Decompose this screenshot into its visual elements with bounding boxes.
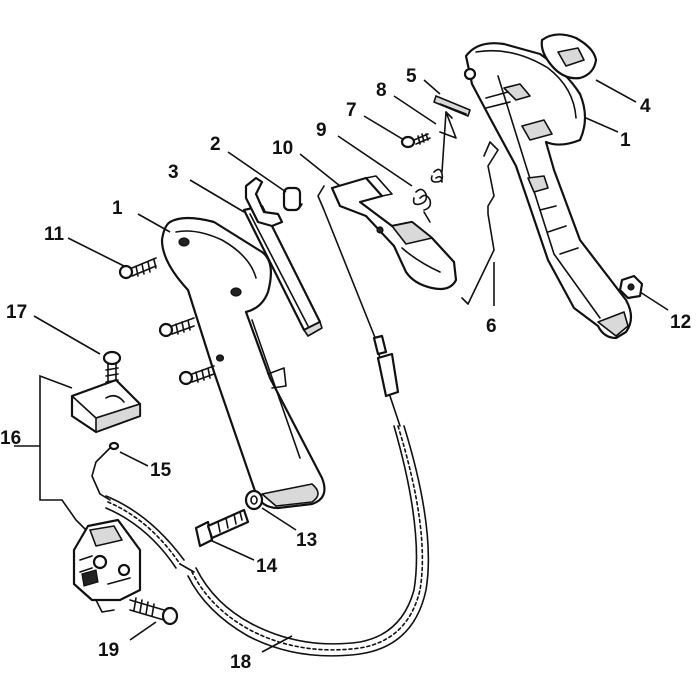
callout-3: 3 bbox=[168, 162, 179, 183]
callout-7: 7 bbox=[346, 100, 357, 121]
callout-9: 9 bbox=[316, 120, 327, 141]
ignition-switch-assembly bbox=[72, 518, 142, 613]
handle-half-right bbox=[463, 42, 633, 340]
control-rod bbox=[461, 141, 499, 305]
screw-11 bbox=[118, 257, 157, 280]
callout-18: 18 bbox=[230, 652, 251, 673]
washer bbox=[244, 489, 264, 511]
cover-bracket bbox=[70, 378, 142, 434]
wire-lever bbox=[439, 111, 457, 173]
callout-11: 11 bbox=[44, 224, 65, 245]
callout-2: 2 bbox=[210, 134, 221, 155]
callout-1-left: 1 bbox=[112, 198, 123, 219]
callout-4: 4 bbox=[640, 96, 651, 117]
handle-half-left bbox=[160, 216, 326, 510]
screw-17 bbox=[102, 350, 122, 385]
spring-small bbox=[282, 186, 303, 212]
screw-7 bbox=[400, 133, 431, 149]
callout-labels: 1 1 2 3 4 5 6 7 8 9 10 11 12 13 14 15 16… bbox=[0, 66, 691, 673]
ground-wire bbox=[91, 441, 120, 501]
screw-19 bbox=[129, 597, 179, 626]
lever-spring bbox=[430, 168, 444, 183]
callout-1-right: 1 bbox=[620, 130, 631, 151]
screw-handle-upper bbox=[158, 317, 195, 338]
latch-bracket bbox=[244, 176, 284, 228]
callout-13: 13 bbox=[296, 530, 317, 551]
throttle-cable bbox=[187, 185, 430, 657]
callout-16: 16 bbox=[0, 428, 21, 449]
callout-8: 8 bbox=[376, 80, 387, 101]
trigger-spring bbox=[412, 188, 432, 223]
hex-nut bbox=[618, 274, 644, 300]
callout-15: 15 bbox=[150, 460, 172, 481]
locking-knob bbox=[540, 33, 598, 80]
callout-14: 14 bbox=[256, 556, 278, 577]
throttle-trigger bbox=[330, 175, 458, 291]
callout-10: 10 bbox=[272, 138, 293, 159]
callout-5: 5 bbox=[406, 66, 417, 87]
callout-6: 6 bbox=[486, 316, 497, 337]
leader-lines bbox=[14, 79, 669, 653]
spacer-plate bbox=[433, 95, 471, 117]
screw-handle-lower bbox=[178, 365, 215, 386]
bolt-14 bbox=[194, 508, 250, 548]
callout-17: 17 bbox=[6, 302, 27, 323]
callout-19: 19 bbox=[98, 640, 119, 661]
callout-12: 12 bbox=[670, 312, 691, 333]
switch-cable bbox=[105, 495, 195, 573]
